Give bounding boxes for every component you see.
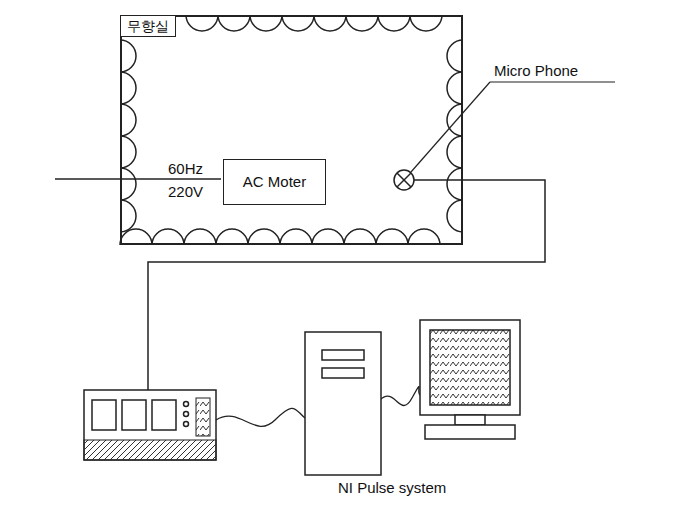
motor-box: AC Moter (223, 159, 326, 205)
computer-tower (305, 332, 381, 475)
cable (380, 387, 420, 406)
leader-line (411, 82, 490, 172)
absorber-wedges (120, 15, 463, 245)
leader-line (490, 81, 615, 82)
microphone-symbol (394, 170, 414, 190)
front-end-instrument (84, 390, 216, 460)
frequency-label: 60Hz (166, 160, 205, 177)
microphone-label: Micro Phone (492, 62, 580, 79)
system-caption: NI Pulse system (336, 479, 448, 496)
room-heading: 무향실 (120, 15, 176, 37)
anechoic-room: 무향실 AC Moter (120, 15, 463, 245)
voltage-label: 220V (166, 183, 205, 200)
monitor (420, 320, 520, 439)
cable (216, 408, 305, 426)
motor-label: AC Moter (243, 173, 306, 190)
power-line (55, 178, 221, 180)
